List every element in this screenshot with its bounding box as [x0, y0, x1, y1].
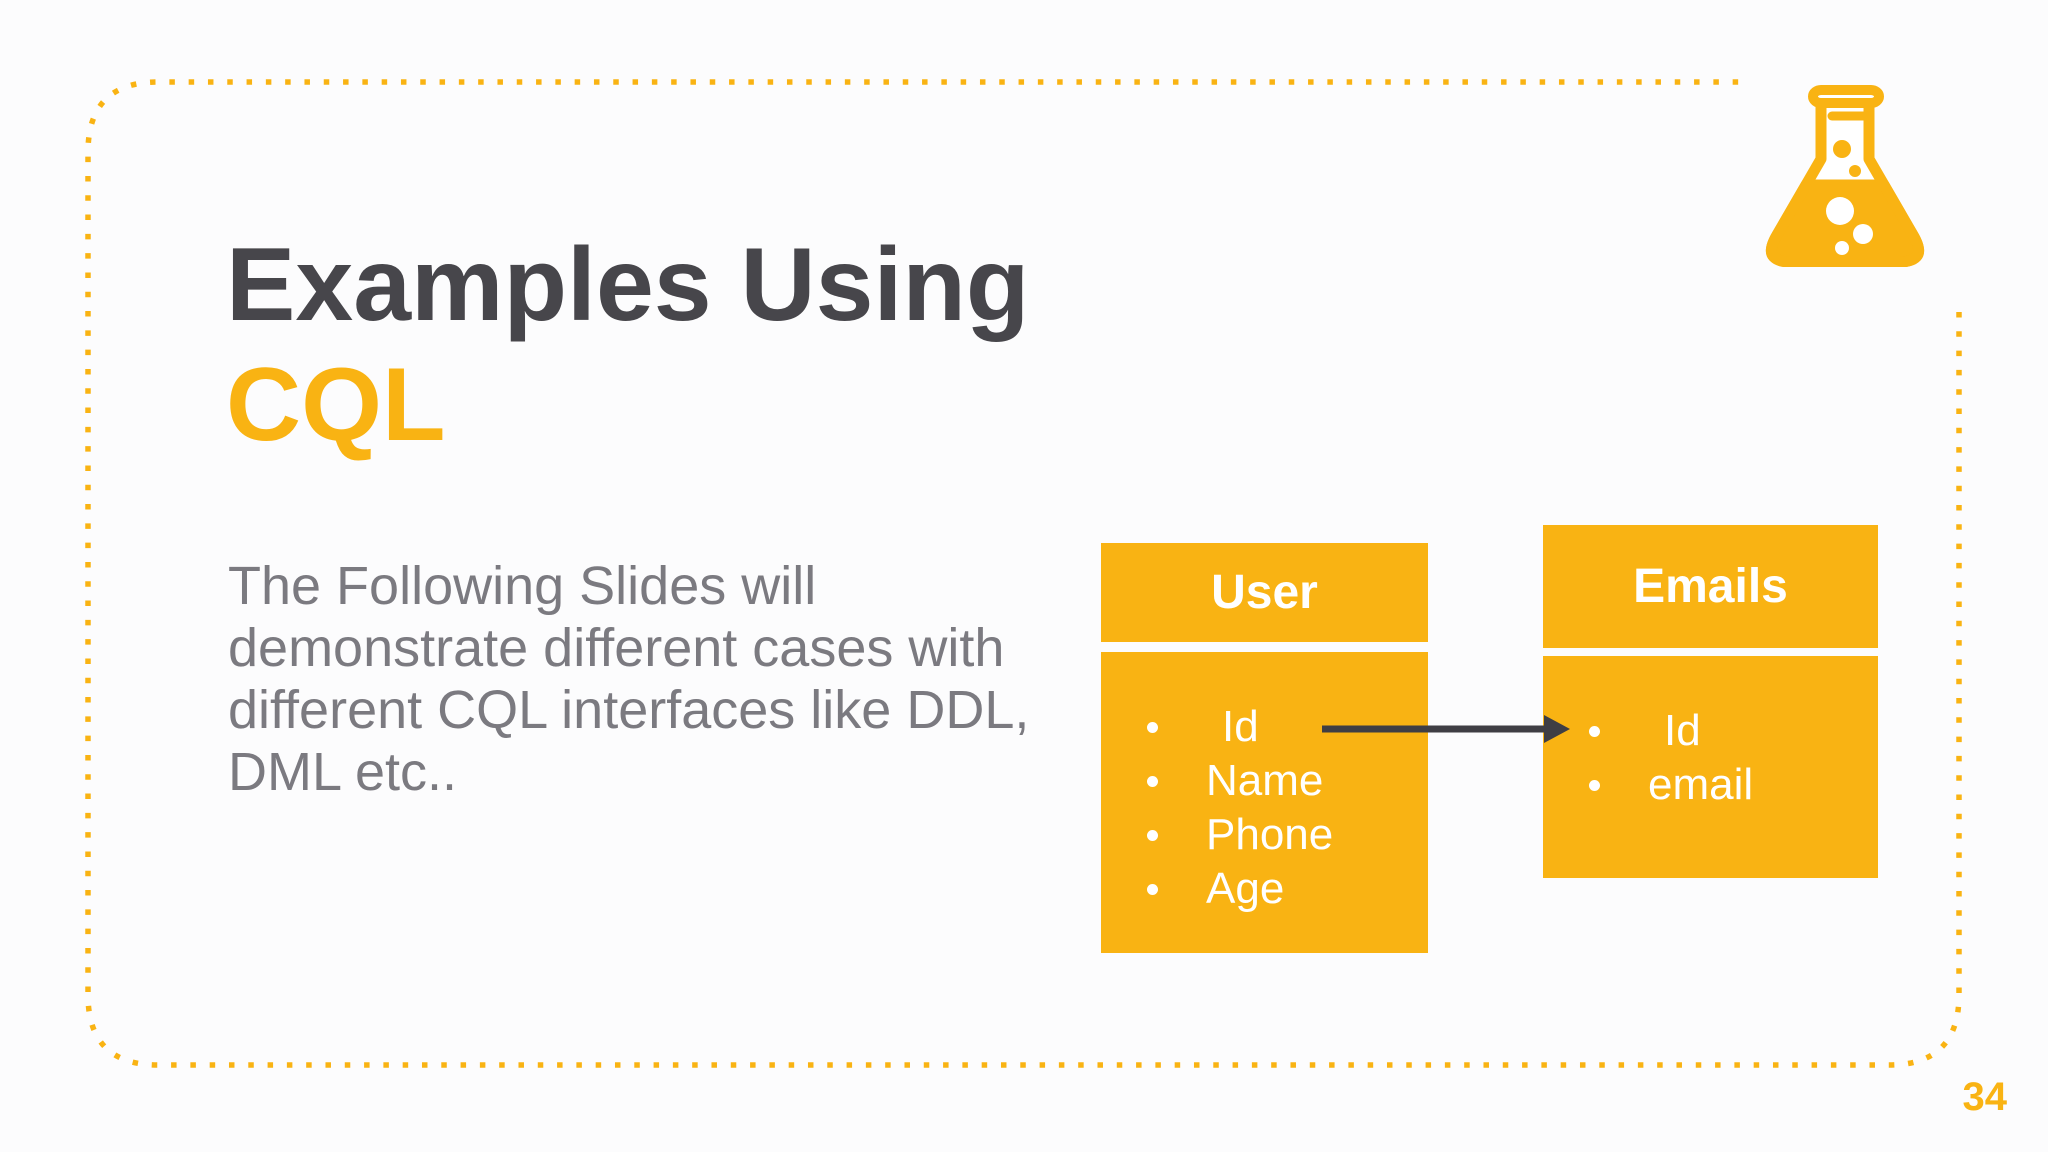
bullet-dot-icon: [1147, 775, 1158, 787]
title-line-2: CQL: [226, 347, 446, 463]
bullet-dot-icon: [1147, 721, 1158, 733]
table-fields-emails: Id email: [1543, 656, 1878, 878]
table-header-emails: Emails: [1543, 525, 1878, 648]
bullet-dot-icon: [1589, 779, 1600, 791]
body-line: demonstrate different cases with: [228, 618, 1005, 678]
table-field: Name: [1147, 754, 1428, 808]
body-line: The Following Slides will: [228, 556, 817, 616]
entity-table-emails: Emails Id email: [1543, 525, 1878, 878]
table-field: Id: [1589, 704, 1878, 758]
bullet-dot-icon: [1147, 829, 1158, 841]
title-line-1: Examples Using: [226, 227, 1030, 343]
field-label: Age: [1206, 864, 1285, 913]
field-label: Id: [1222, 702, 1259, 751]
slide-title: Examples Using CQL: [226, 225, 1029, 465]
table-header-user: User: [1101, 543, 1428, 642]
field-label: Name: [1206, 756, 1324, 805]
bullet-dot-icon: [1589, 725, 1600, 737]
flask-icon: [1766, 85, 1924, 267]
field-label: Phone: [1206, 810, 1334, 859]
table-fields-user: Id Name Phone Age: [1101, 652, 1428, 953]
field-label: Id: [1664, 706, 1701, 755]
body-paragraph: The Following Slides will demonstrate di…: [228, 555, 1029, 803]
field-label: email: [1648, 760, 1754, 809]
table-field: Id: [1147, 700, 1428, 754]
page-number: 34: [1962, 1075, 2008, 1119]
table-field: email: [1589, 758, 1878, 812]
table-field: Age: [1147, 862, 1428, 916]
table-field: Phone: [1147, 808, 1428, 862]
body-line: DML etc..: [228, 742, 458, 802]
bullet-dot-icon: [1147, 883, 1158, 895]
entity-table-user: User Id Name Phone Age: [1101, 543, 1428, 953]
body-line: different CQL interfaces like DDL,: [228, 680, 1030, 740]
